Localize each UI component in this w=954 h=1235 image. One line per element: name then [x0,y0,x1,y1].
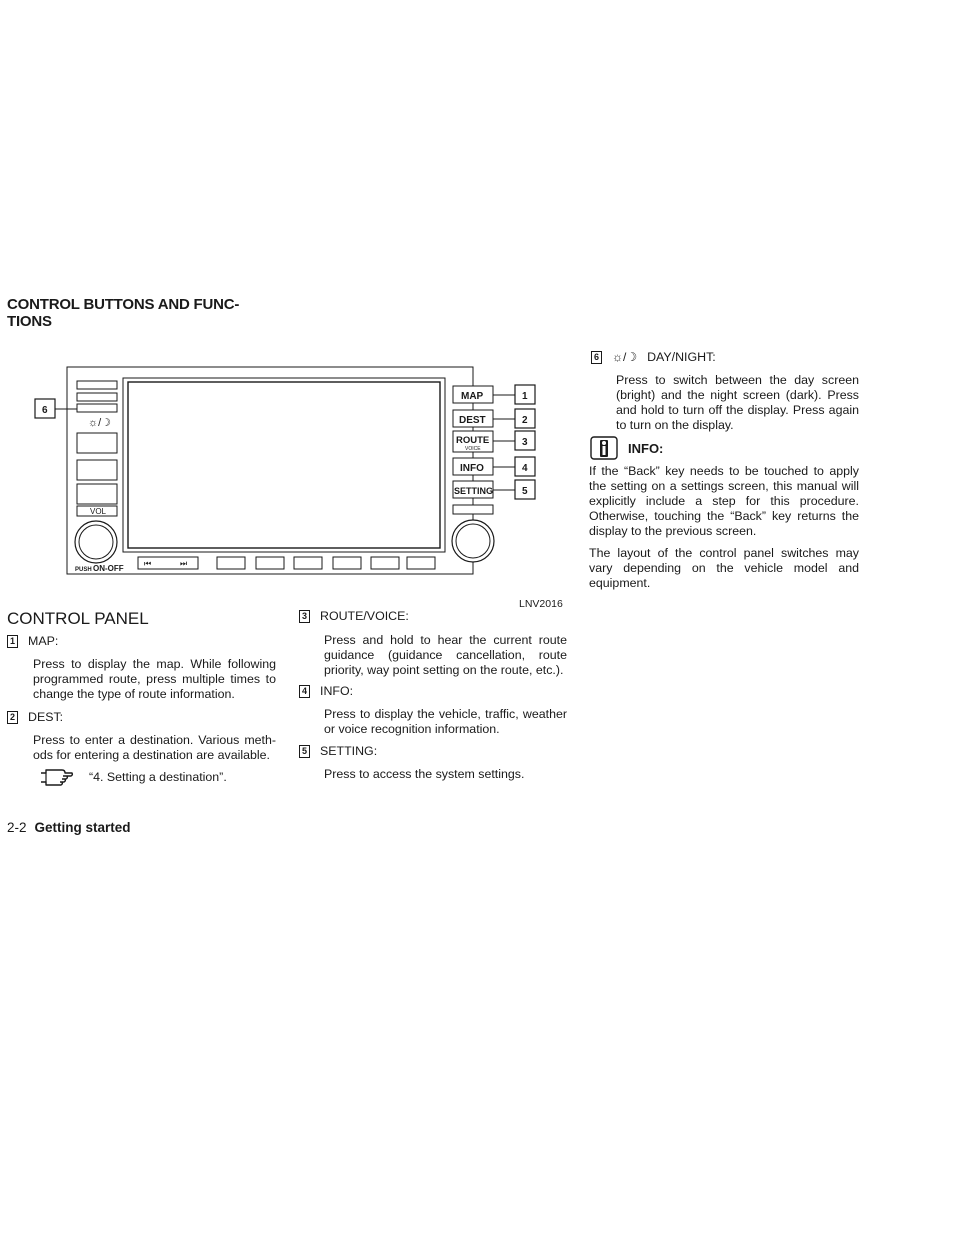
next-icon: ⏭ [180,559,187,568]
callout-num-3: 3 [522,437,528,448]
setting-label: SETTING [454,486,493,496]
voice-label: VOICE [465,446,481,452]
reference-hand-icon [41,769,74,786]
item-number: 1 [7,635,18,648]
callout-num-1: 1 [522,391,528,402]
vol-knob-inner [78,524,114,560]
item-number: 6 [591,351,602,364]
route-label: ROUTE [456,435,489,446]
callout-box-1 [514,384,536,405]
callout-num-4: 4 [522,463,528,474]
right-slot [452,504,494,515]
section-title: CONTROL BUTTONS AND FUNC- TIONS [7,296,257,330]
bottom-button-4 [332,556,362,570]
left-slot-2 [76,392,118,402]
day-night-slot [76,403,118,413]
item-info-head: 4 INFO: [299,684,353,699]
info-paragraph-2: The layout of the control panel switches… [589,546,859,590]
bottom-button-5 [370,556,400,570]
bottom-button-3 [293,556,323,570]
info-label: INFO [460,463,484,474]
item-title: MAP: [28,634,59,648]
item-info-text: Press to display the vehicle, traffic, w… [324,707,567,736]
control-panel-heading: CONTROL PANEL [7,609,149,628]
item-number: 3 [299,610,310,623]
dest-label: DEST [459,415,486,426]
item-setting-text: Press to access the system settings. [324,767,525,781]
left-button-3 [76,483,118,505]
dest-reference-text: “4. Setting a destination”. [89,770,227,784]
control-panel-diagram: ☼/☽ VOL PUSH ON-OFF MAP DEST ROUTE VOICE… [34,366,536,575]
bottom-button-6 [406,556,436,570]
callout-num-5: 5 [522,486,528,497]
section-title-line2: TIONS [7,313,52,330]
bottom-button-2 [255,556,285,570]
item-setting-head: 5 SETTING: [299,744,377,759]
item-number: 4 [299,685,310,698]
item-title: ROUTE/VOICE: [320,609,409,623]
item-map-text: Press to display the map. While followin… [33,657,276,701]
item-title: SETTING: [320,744,378,758]
item-daynight-text: Press to switch between the day screen (… [616,373,859,432]
callout-box-4 [514,456,536,477]
item-map-head: 1 MAP: [7,634,58,649]
page-footer: 2-2 Getting started [7,820,131,835]
callout-box-2 [514,408,536,429]
item-dest-text: Press to enter a destination. Various me… [33,733,276,762]
left-button-2 [76,459,118,481]
on-off-label: ON-OFF [93,564,124,573]
item-route-text: Press and hold to hear the current route… [324,633,567,677]
item-title: DAY/NIGHT: [647,350,716,364]
prev-icon: ⏮ [144,559,151,568]
vol-label: VOL [90,507,107,516]
figure-caption: LNV2016 [519,598,563,610]
bottom-button-1 [216,556,246,570]
item-number: 5 [299,745,310,758]
seek-button [137,556,199,570]
left-slot-1 [76,380,118,390]
page-number: 2-2 [7,820,27,835]
screen-inner [127,381,441,549]
tune-knob-inner [455,523,491,559]
item-route-head: 3 ROUTE/VOICE: [299,609,409,624]
sun-moon-icon: ☼/☽ [612,350,638,364]
callout-num-2: 2 [522,415,528,426]
callout-box-5 [514,479,536,500]
vol-label-box [76,505,118,517]
chapter-title: Getting started [34,820,131,835]
push-label: PUSH [75,567,92,573]
item-daynight-head: 6 ☼/☽ DAY/NIGHT: [591,350,716,365]
section-title-line1: CONTROL BUTTONS AND FUNC- [7,296,240,313]
callout-num-6: 6 [42,405,48,416]
callout-box-3 [514,430,536,451]
item-title: DEST: [28,710,64,724]
item-dest-head: 2 DEST: [7,710,63,725]
callout-box-6 [34,398,56,419]
item-title: INFO: [320,684,354,698]
left-button-1 [76,432,118,454]
day-night-icon: ☼/☽ [88,417,111,429]
info-paragraph-1: If the “Back” key needs to be touched to… [589,464,859,538]
info-icon [590,436,618,460]
map-label: MAP [461,391,484,402]
item-number: 2 [7,711,18,724]
info-label: INFO: [628,441,664,456]
